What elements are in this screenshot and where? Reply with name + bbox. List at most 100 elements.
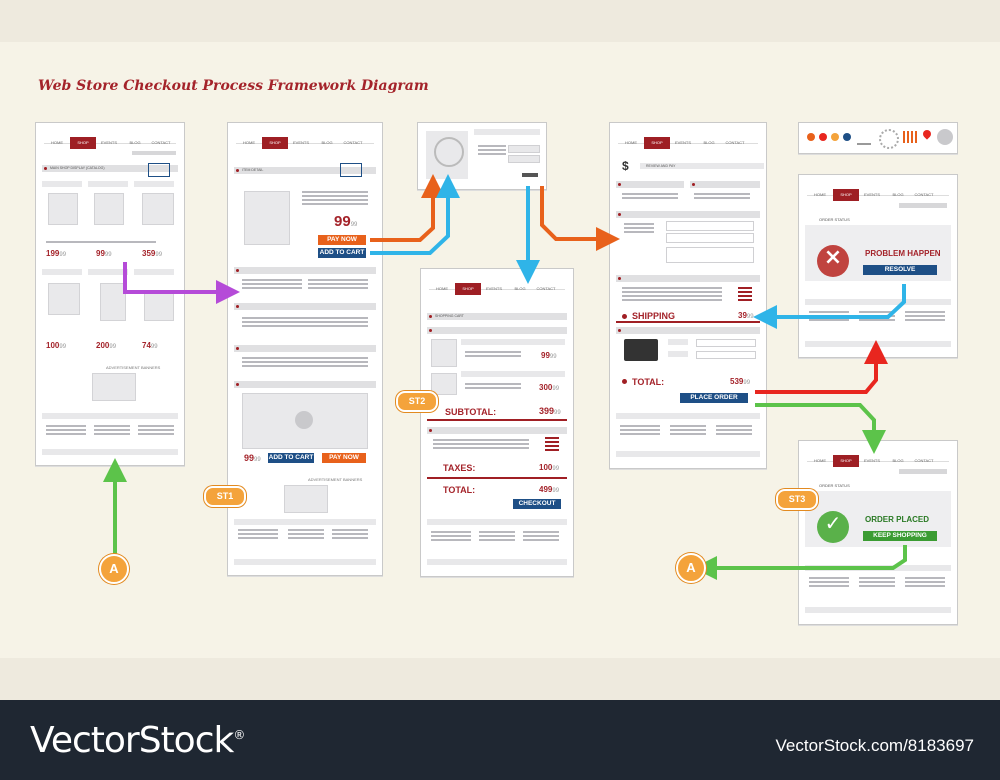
footer-links	[809, 577, 849, 589]
shipping-label: SHIPPING	[632, 311, 676, 321]
nav-blog[interactable]: BLOG	[892, 458, 904, 463]
catalog-to-detail-arrow	[123, 262, 240, 304]
cart-icon[interactable]	[340, 163, 362, 177]
search-bar[interactable]	[899, 203, 947, 208]
joystick-icon[interactable]	[244, 191, 290, 245]
search-bar[interactable]	[899, 469, 947, 474]
nav-blog[interactable]: BLOG	[321, 140, 333, 145]
banner-image-icon[interactable]	[92, 373, 136, 401]
card-number-input[interactable]	[696, 339, 756, 347]
address-input[interactable]	[666, 247, 754, 263]
watermark-brand: VectorStock®	[30, 720, 245, 761]
username-input[interactable]	[508, 145, 540, 153]
add-to-cart-button[interactable]: ADD TO CART	[318, 248, 366, 258]
problem-message: PROBLEM HAPPEN	[865, 249, 941, 258]
catalog-price-4: 10099	[46, 341, 67, 350]
product-row-bar	[461, 339, 565, 345]
nav-home[interactable]: HOME	[436, 286, 448, 291]
watermark-footer: VectorStock® VectorStock.com/8183697	[0, 700, 1000, 780]
nav-shop[interactable]: SHOP	[833, 189, 859, 201]
resolve-button[interactable]: RESOLVE	[863, 265, 937, 275]
search-bar[interactable]	[132, 151, 176, 155]
product-row-bar	[461, 371, 565, 377]
login-button[interactable]	[522, 173, 538, 177]
keep-shopping-button[interactable]: KEEP SHOPPING	[863, 531, 937, 541]
checkout-button[interactable]: CHECKOUT	[513, 499, 561, 509]
add-to-cart-button-bottom[interactable]: ADD TO CART	[268, 453, 314, 463]
copyright-bar	[42, 449, 178, 455]
badge-icon	[843, 133, 851, 141]
products-bar	[427, 327, 567, 334]
camera-icon[interactable]	[431, 373, 457, 395]
cart-heading: SHOPPING CART	[427, 313, 567, 320]
nav-events[interactable]: EVENTS	[485, 286, 502, 291]
nav-shop[interactable]: SHOP	[644, 137, 670, 149]
nav-contact[interactable]: CONTACT	[151, 140, 171, 145]
nav-contact[interactable]: CONTACT	[725, 140, 745, 145]
address-field-labels	[624, 223, 654, 235]
nav-bar: HOME SHOP EVENTS BLOG CONTACT	[807, 449, 949, 467]
payment-field-label	[668, 351, 688, 357]
a-badge-start: A	[99, 554, 129, 584]
footer-links	[905, 311, 945, 323]
nav-blog[interactable]: BLOG	[892, 192, 904, 197]
card-expiry-input[interactable]	[696, 351, 756, 359]
catalog-price-5: 20099	[96, 341, 117, 350]
banner-image-icon[interactable]	[284, 485, 328, 513]
camera-icon[interactable]	[48, 283, 80, 315]
nav-events[interactable]: EVENTS	[674, 140, 691, 145]
nav-contact[interactable]: CONTACT	[343, 140, 363, 145]
nav-contact[interactable]: CONTACT	[914, 192, 934, 197]
password-input[interactable]	[508, 155, 540, 163]
footer-links	[905, 577, 945, 589]
divider	[427, 477, 567, 479]
product-tab	[42, 269, 82, 275]
address-input[interactable]	[666, 221, 754, 231]
footer-bar	[42, 413, 178, 419]
nav-contact[interactable]: CONTACT	[914, 458, 934, 463]
list-icon	[545, 437, 559, 451]
catalog-heading: MAIN SHOP DISPLAY (CATALOG)	[42, 165, 178, 172]
address-input[interactable]	[666, 233, 754, 243]
nav-events[interactable]: EVENTS	[100, 140, 117, 145]
place-order-problem-arrow	[755, 340, 888, 394]
nav-home[interactable]: HOME	[814, 192, 826, 197]
pay-now-button[interactable]: PAY NOW	[318, 235, 366, 245]
camera-icon[interactable]	[142, 193, 174, 225]
joystick-icon[interactable]	[431, 339, 457, 367]
address-bar	[616, 181, 684, 188]
nav-shop[interactable]: SHOP	[70, 137, 96, 149]
nav-events[interactable]: EVENTS	[863, 192, 880, 197]
cart-icon[interactable]	[148, 163, 170, 177]
nav-blog[interactable]: BLOG	[514, 286, 526, 291]
calculator-icon[interactable]	[100, 283, 126, 321]
pay-now-arrow	[370, 174, 445, 242]
place-order-button[interactable]: PLACE ORDER	[680, 393, 748, 403]
calculator-icon[interactable]	[48, 193, 78, 225]
footer-links	[479, 531, 515, 543]
nav-home[interactable]: HOME	[625, 140, 637, 145]
bars-icon	[903, 131, 917, 143]
catalog-price-2: 9999	[96, 249, 112, 258]
nav-shop[interactable]: SHOP	[455, 283, 481, 295]
nav-shop[interactable]: SHOP	[262, 137, 288, 149]
nav-shop[interactable]: SHOP	[833, 455, 859, 467]
shipping-value: 3999	[738, 311, 754, 320]
nav-blog[interactable]: BLOG	[129, 140, 141, 145]
pay-now-button-bottom[interactable]: PAY NOW	[322, 453, 366, 463]
nav-home[interactable]: HOME	[814, 458, 826, 463]
credit-card-icon[interactable]	[624, 339, 658, 361]
nav-contact[interactable]: CONTACT	[536, 286, 556, 291]
nav-blog[interactable]: BLOG	[703, 140, 715, 145]
nav-home[interactable]: HOME	[243, 140, 255, 145]
section-bar	[234, 345, 376, 352]
play-icon[interactable]	[295, 411, 313, 429]
footer-bar	[805, 299, 951, 305]
nav-home[interactable]: HOME	[51, 140, 63, 145]
nav-events[interactable]: EVENTS	[292, 140, 309, 145]
nav-events[interactable]: EVENTS	[863, 458, 880, 463]
joystick-icon[interactable]	[94, 193, 124, 225]
